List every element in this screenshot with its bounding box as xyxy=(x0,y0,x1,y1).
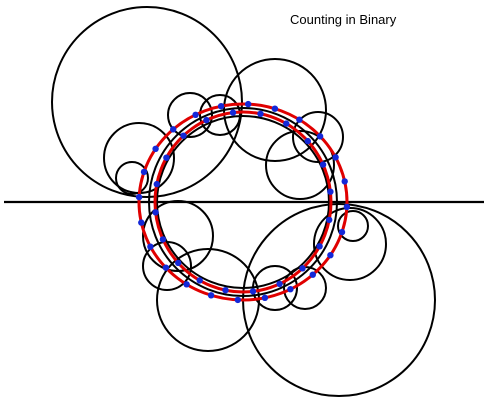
dot-inner-16 xyxy=(257,110,264,118)
dot-outer-4 xyxy=(309,271,316,278)
mini-circle-left xyxy=(115,161,149,195)
tiny-circle-top-2 xyxy=(199,94,241,136)
ring-circle-inner xyxy=(156,115,330,289)
dot-outer-3 xyxy=(327,252,334,259)
dot-outer-12 xyxy=(138,219,145,226)
dot-outer-6 xyxy=(261,294,269,301)
dot-outer-1 xyxy=(343,203,351,211)
dot-outer-22 xyxy=(316,133,324,140)
dot-inner-20 xyxy=(327,188,334,195)
dot-inner-7 xyxy=(196,277,203,284)
dot-inner-6 xyxy=(222,287,229,294)
dot-inner-10 xyxy=(152,209,159,216)
dot-outer-7 xyxy=(234,296,241,304)
dot-inner-15 xyxy=(229,109,237,116)
dot-outer-20 xyxy=(271,105,279,112)
dot-outer-9 xyxy=(183,281,190,288)
dot-inner-13 xyxy=(180,132,187,139)
dot-inner-17 xyxy=(283,120,290,127)
dot-inner-12 xyxy=(163,154,170,161)
dot-outer-16 xyxy=(170,126,177,133)
tiny-circle-right-top xyxy=(292,111,344,163)
red-path-inner xyxy=(153,110,333,294)
blue-dots xyxy=(135,100,351,304)
ring-circle-outer xyxy=(148,107,338,297)
dot-inner-9 xyxy=(159,236,167,243)
dot-outer-2 xyxy=(338,228,346,236)
dot-outer-13 xyxy=(135,193,143,201)
circle-structure xyxy=(4,6,484,397)
dot-outer-11 xyxy=(147,243,154,250)
mini-circle-right xyxy=(337,210,369,242)
large-circle-top-left xyxy=(51,6,243,198)
dot-outer-23 xyxy=(332,154,339,161)
dot-inner-8 xyxy=(175,259,182,267)
dot-outer-24 xyxy=(341,178,348,185)
dot-outer-14 xyxy=(140,168,148,176)
small-circle-right-lower xyxy=(313,207,387,281)
dot-outer-10 xyxy=(162,264,170,271)
dot-outer-21 xyxy=(296,116,303,123)
tiny-circle-top-1 xyxy=(167,92,213,138)
dot-inner-5 xyxy=(249,288,257,295)
dot-outer-8 xyxy=(207,292,215,299)
dot-outer-19 xyxy=(245,100,252,108)
diagram-title: Counting in Binary xyxy=(290,12,397,27)
dot-outer-18 xyxy=(217,103,225,110)
red-paths xyxy=(137,102,349,302)
dot-inner-2 xyxy=(316,243,323,250)
dot-inner-11 xyxy=(153,180,160,188)
dot-inner-18 xyxy=(304,137,311,145)
small-circle-right-upper xyxy=(265,130,335,200)
dot-outer-5 xyxy=(287,286,294,293)
dot-inner-3 xyxy=(299,265,306,272)
dot-outer-15 xyxy=(152,145,159,152)
dot-inner-14 xyxy=(203,116,210,124)
dot-inner-4 xyxy=(276,280,283,288)
dot-inner-19 xyxy=(319,161,327,168)
red-path-outer xyxy=(137,102,349,302)
dot-outer-17 xyxy=(192,111,199,119)
dot-inner-1 xyxy=(326,216,333,224)
